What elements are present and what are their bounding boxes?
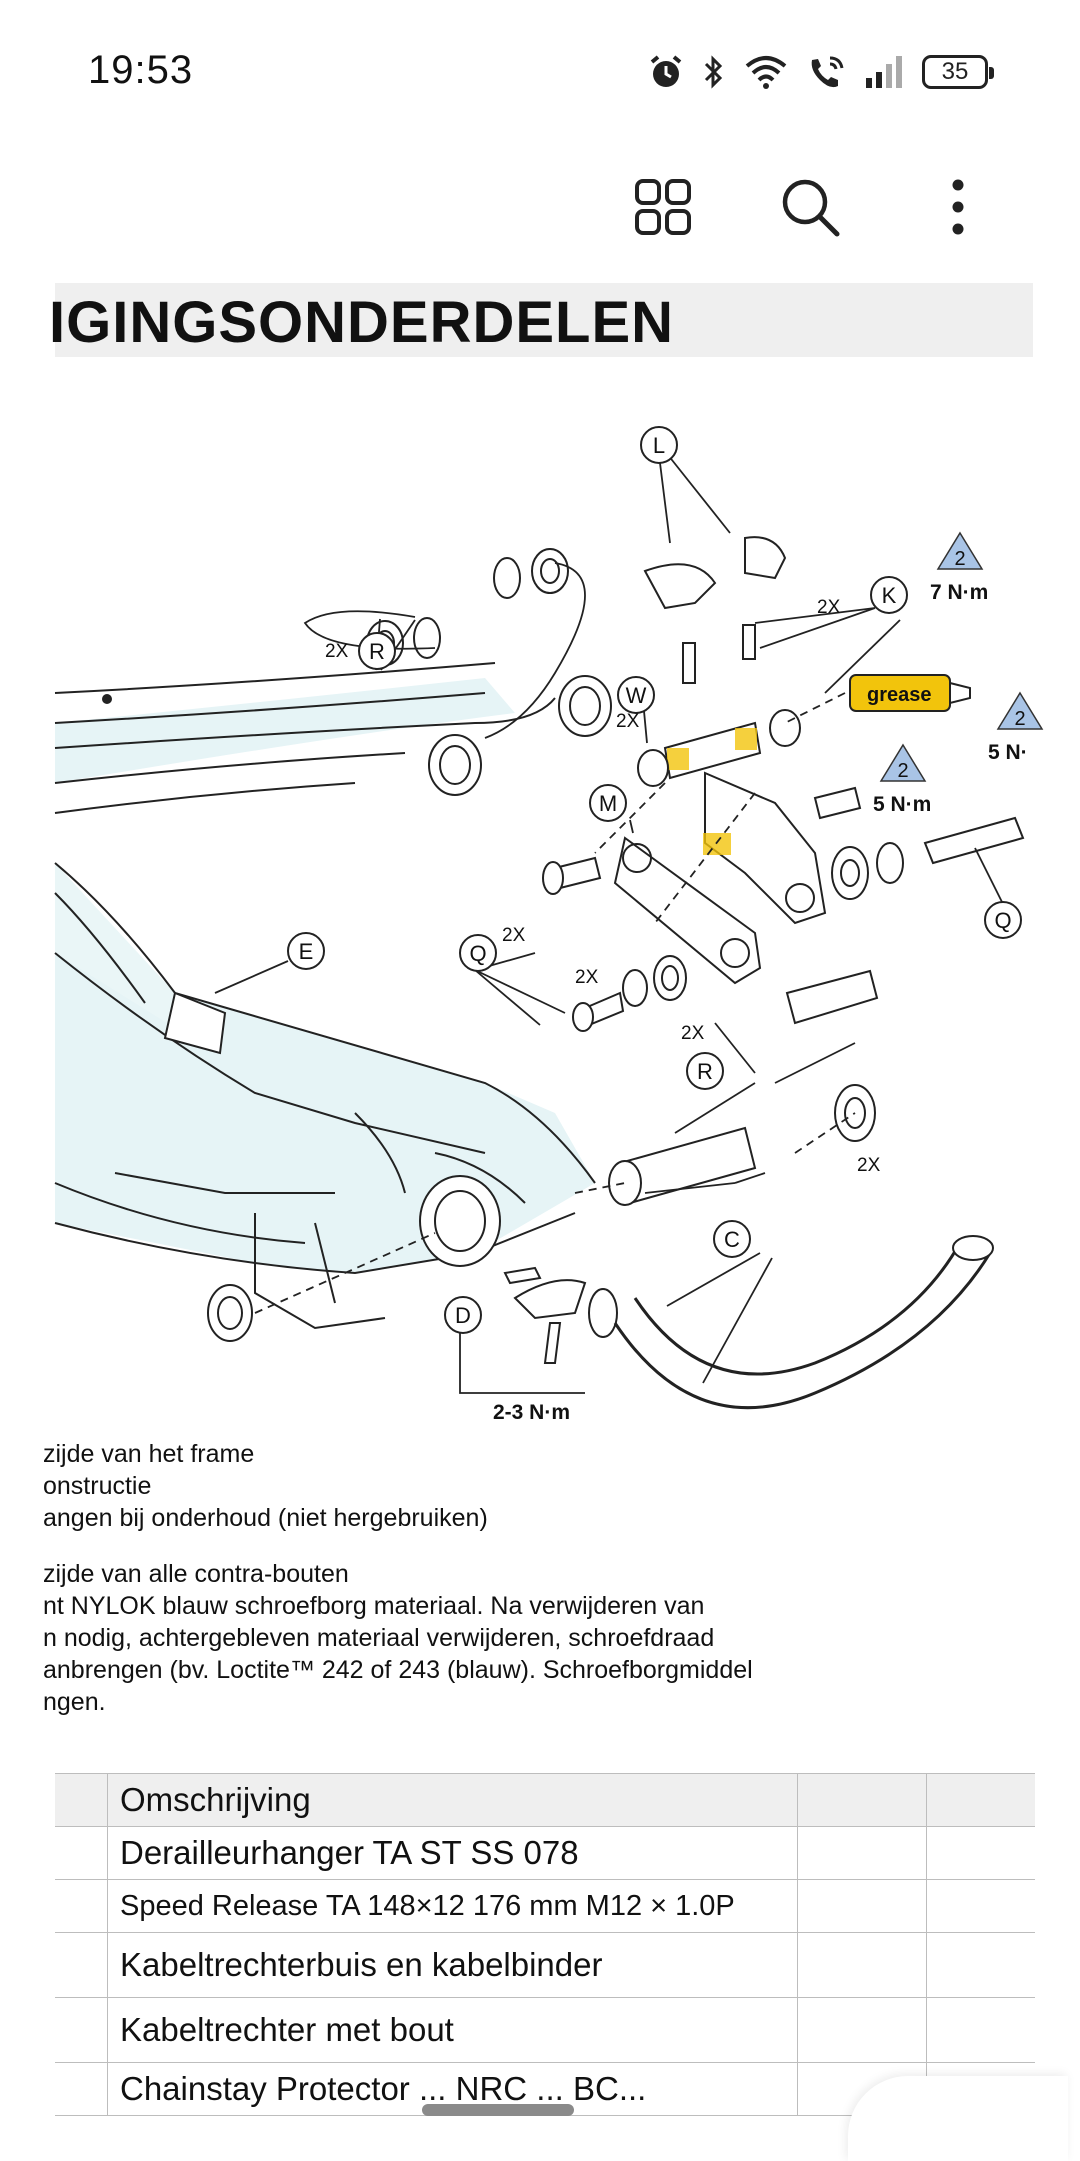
callout-k-label: K — [882, 583, 897, 608]
torque-2-value: 5 N·m — [873, 793, 931, 816]
table-row: Kabeltrechter met bout — [55, 1997, 1035, 2063]
battery-indicator: 35 — [922, 55, 994, 89]
callouts — [287, 426, 1022, 1334]
note-line: onstructie — [43, 1472, 152, 1500]
table-header-row: Omschrijving — [55, 1773, 1035, 1827]
callout-q-left — [459, 934, 497, 972]
qty-right: 2X — [857, 1155, 881, 1176]
callout-q-left-label: Q — [469, 941, 486, 966]
callout-e-label: E — [299, 939, 314, 964]
callout-m — [589, 784, 627, 822]
exploded-parts-diagram: grease — [54, 426, 1044, 1424]
table-cell-description: Kabeltrechterbuis en kabelbinder — [107, 1932, 798, 1998]
grid-view-button[interactable] — [618, 162, 708, 252]
table-row: Speed Release TA 148×12 176 mm M12 × 1.0… — [55, 1879, 1035, 1933]
more-vertical-icon — [952, 179, 964, 235]
alarm-icon — [648, 54, 684, 90]
table-row: Derailleurhanger TA ST SS 078 — [55, 1826, 1035, 1880]
wifi-icon — [744, 54, 788, 90]
callout-l-label: L — [653, 433, 665, 458]
notes-block: zijde van het frame onstructie angen bij… — [43, 1438, 1043, 1718]
frame-drawing — [54, 662, 612, 1330]
table-cell-description: Derailleurhanger TA ST SS 078 — [107, 1826, 798, 1880]
qty-w: 2X — [616, 711, 640, 732]
torque-3-number: 2 — [1014, 708, 1025, 730]
callout-c — [713, 1220, 751, 1258]
parts-table: Omschrijving Derailleurhanger TA ST SS 0… — [55, 1773, 1035, 2116]
callout-d-label: D — [455, 1303, 471, 1328]
callout-m-label: M — [599, 791, 617, 816]
section-title-bar: IGINGSONDERDELEN — [49, 283, 1033, 357]
callout-r-mid — [686, 1052, 724, 1090]
callout-w-label: W — [626, 683, 647, 708]
qty-q-lower: 2X — [575, 967, 599, 988]
wifi-calling-icon — [806, 54, 846, 90]
column-header-description: Omschrijving — [107, 1773, 798, 1827]
torque-2-number: 2 — [897, 760, 908, 782]
note-line: angen bij onderhoud (niet hergebruiken) — [43, 1504, 488, 1532]
callout-r-top — [358, 632, 396, 670]
note-line: anbrengen (bv. Loctite™ 242 of 243 (blau… — [43, 1656, 753, 1684]
torque-1-number: 2 — [954, 548, 965, 570]
note-line: ngen. — [43, 1688, 106, 1716]
torque-markers: 2 7 N·m 2 5 N·m 2 5 N· 2-3 N·m — [493, 531, 1044, 1424]
callout-c-label: C — [724, 1227, 740, 1252]
viewer-toolbar — [0, 140, 1080, 270]
callout-q-right-label: Q — [994, 908, 1011, 933]
bottom-sheet-edge — [848, 2076, 1068, 2161]
callout-w — [617, 676, 655, 714]
callout-r-top-label: R — [369, 639, 385, 664]
qty-r-top: 2X — [325, 641, 349, 662]
signal-icon — [864, 54, 904, 90]
note-line: nt NYLOK blauw schroefborg materiaal. Na… — [43, 1592, 705, 1620]
torque-3-value: 5 N· — [988, 741, 1028, 764]
callout-e — [287, 932, 325, 970]
callout-q-right — [984, 901, 1022, 939]
status-bar: 19:53 35 — [0, 0, 1080, 140]
torque-d-value: 2-3 N·m — [493, 1401, 570, 1424]
bluetooth-icon — [702, 54, 726, 90]
search-button[interactable] — [765, 162, 855, 252]
section-title: IGINGSONDERDELEN — [49, 290, 675, 355]
note-line: n nodig, achtergebleven materiaal verwij… — [43, 1624, 715, 1652]
note-line: zijde van alle contra-bouten — [43, 1560, 349, 1588]
status-time: 19:53 — [88, 48, 194, 92]
table-cell-description: Kabeltrechter met bout — [107, 1997, 798, 2063]
table-row: Kabeltrechterbuis en kabelbinder — [55, 1932, 1035, 1998]
note-line: zijde van het frame — [43, 1440, 255, 1468]
more-options-button[interactable] — [913, 162, 1003, 252]
callout-d — [444, 1296, 482, 1334]
gesture-navigation-bar[interactable] — [422, 2104, 574, 2116]
grease-label: grease — [867, 684, 932, 706]
document-page[interactable]: IGINGSONDERDELEN — [43, 283, 1044, 2116]
table-cell-description: Speed Release TA 148×12 176 mm M12 × 1.0… — [107, 1879, 798, 1933]
search-icon — [782, 179, 840, 237]
callout-k — [870, 576, 908, 614]
qty-mid: 2X — [681, 1023, 705, 1044]
grid-icon — [635, 179, 691, 235]
torque-1-value: 7 N·m — [930, 581, 988, 604]
qty-q-upper: 2X — [502, 925, 526, 946]
callout-r-mid-label: R — [697, 1059, 713, 1084]
qty-k: 2X — [817, 597, 841, 618]
callout-l — [640, 426, 678, 464]
status-icons: 35 — [648, 48, 994, 96]
hardware-parts: grease — [207, 536, 1025, 1410]
